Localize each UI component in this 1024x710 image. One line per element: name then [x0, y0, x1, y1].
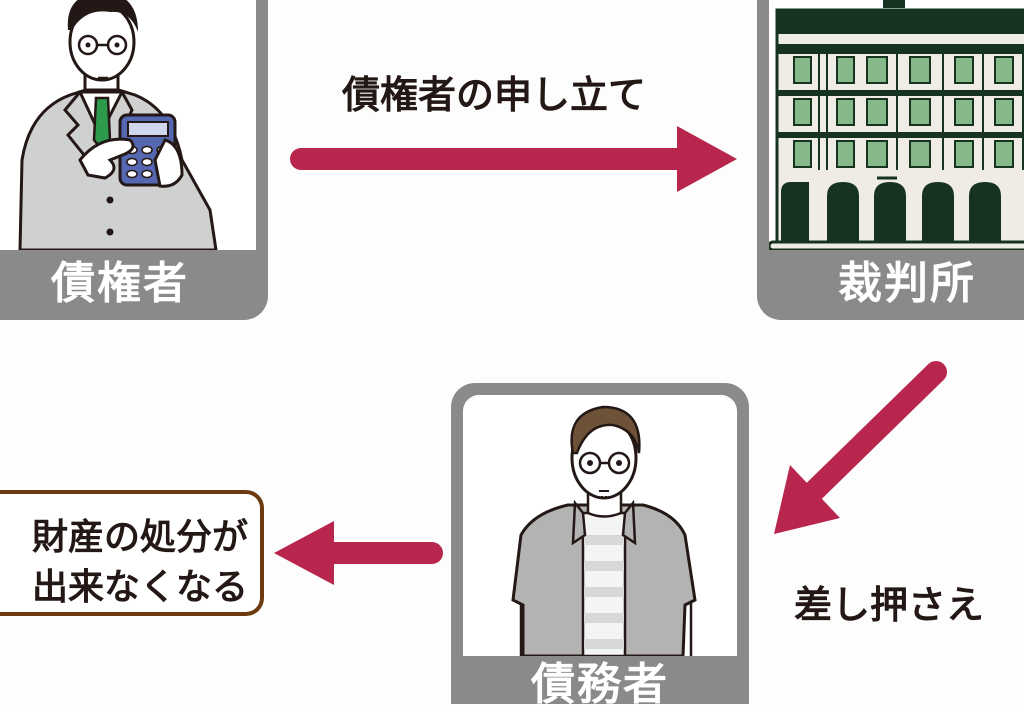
result-arrow-head [274, 521, 334, 585]
seizure-label: 差し押さえ [794, 583, 985, 627]
outcome-line-1: 財産の処分が [31, 517, 248, 558]
outcome-box: 財産の処分が 出来なくなる [0, 490, 264, 616]
creditor-label: 債権者 [51, 258, 189, 309]
businessman-with-calculator-icon [18, 0, 218, 250]
petition-label: 債権者の申し立て [342, 73, 647, 117]
creditor-panel: 債権者 [0, 0, 268, 320]
seizure-arrow [774, 361, 947, 534]
creditor-illustration-area [0, 0, 256, 250]
petition-arrow-head [677, 126, 737, 192]
debtor-panel: 債務者 [451, 383, 749, 710]
court-illustration-area [769, 0, 1024, 250]
debtor-label: 債務者 [531, 659, 669, 710]
result-arrow [274, 521, 443, 585]
court-panel: 裁判所 [757, 0, 1024, 320]
courthouse-building-icon [769, 0, 1024, 250]
debtor-illustration-area [463, 395, 737, 656]
seizure-arrow-shaft [799, 361, 947, 506]
seizure-arrow-head [774, 465, 840, 534]
outcome-line-2: 出来なくなる [31, 567, 248, 608]
petition-arrow [290, 126, 737, 192]
court-label: 裁判所 [838, 258, 976, 309]
casual-man-icon [511, 405, 697, 656]
